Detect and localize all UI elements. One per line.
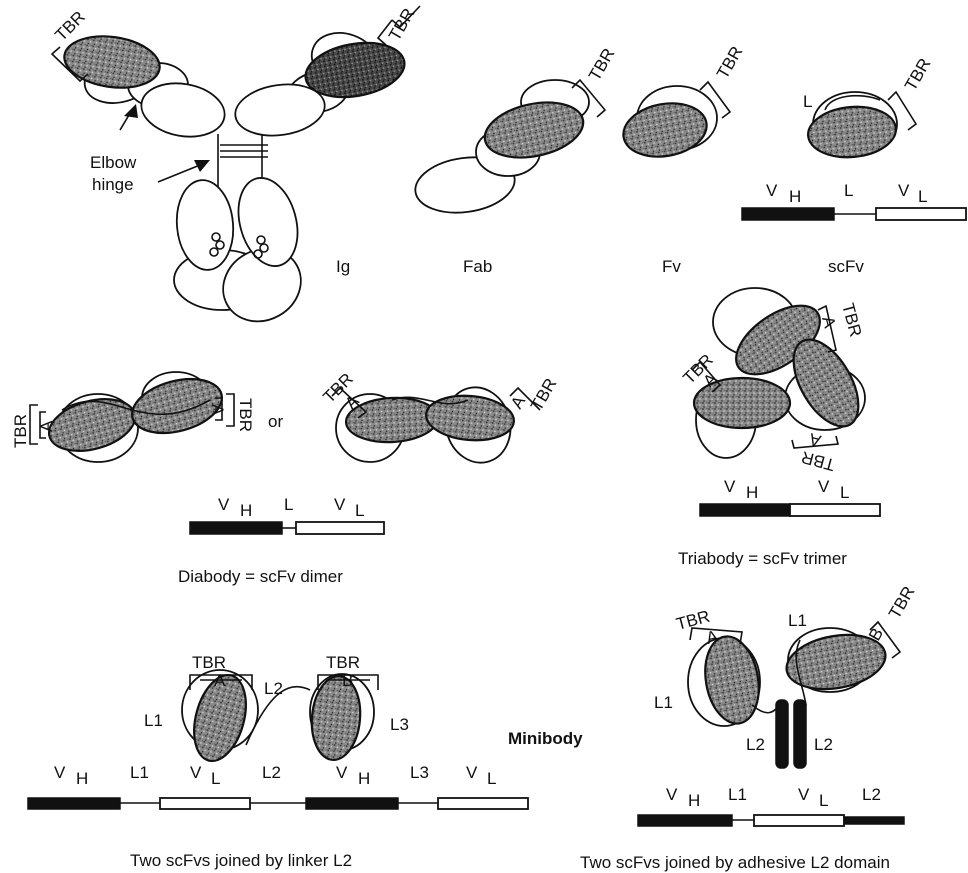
linker-vl2-v: V — [466, 763, 478, 782]
adhesive-l2-gene: L2 — [862, 785, 881, 804]
scfv-v2-label: V — [898, 181, 910, 200]
linker-vh1-h: H — [76, 769, 88, 788]
scfv-tbr-label: TBR — [901, 55, 934, 94]
linker-l2-gene: L2 — [262, 763, 281, 782]
adhesive-l2-left: L2 — [746, 735, 765, 754]
linker-l2-label: L2 — [264, 679, 283, 698]
triabody-h-label: H — [746, 483, 758, 502]
scfv-caption: scFv — [828, 257, 864, 276]
ig-caption: Ig — [336, 257, 350, 276]
fv-caption: Fv — [662, 257, 681, 276]
adhesive-vh-h: H — [688, 791, 700, 810]
diabody-l-label: L — [284, 495, 293, 514]
linker-vl2-l: L — [487, 769, 496, 788]
scfv-linker-label: L — [844, 181, 853, 200]
linker-l3-gene: L3 — [410, 763, 429, 782]
scfv-diagram: TBR L V H L V L scFv — [742, 55, 966, 276]
diabody-or-label: or — [268, 412, 283, 431]
adhesive-l1-top: L1 — [788, 611, 807, 630]
diabody-h-label: H — [240, 501, 252, 520]
fab-tbr-label: TBR — [585, 45, 618, 84]
minibody-label: Minibody — [508, 729, 583, 748]
elbow-arrow-icon — [124, 104, 138, 118]
linker-vl1-v: V — [190, 763, 202, 782]
fab-diagram: TBR Fab — [412, 45, 619, 276]
diabody-2-right-tbr: TBR — [527, 375, 560, 414]
ig-right-tbr-label: TBR — [385, 5, 418, 44]
linker-tbr-2: TBR — [326, 653, 360, 672]
diabody-left-tbr: TBR — [11, 414, 30, 448]
linker-vh1-v: V — [54, 763, 66, 782]
triabody-l-label: L — [840, 483, 849, 502]
hinge-label: hinge — [92, 175, 134, 194]
linker-l3-label: L3 — [390, 715, 409, 734]
fv-diagram: TBR Fv — [619, 43, 746, 276]
diabody-caption: Diabody = scFv dimer — [178, 567, 343, 586]
linker-minibody-diagram: TBR A TBR B L1 L2 L3 V H L1 V L L2 V H L… — [28, 653, 528, 870]
triabody-top-a: A — [818, 314, 839, 331]
scfv-h-label: H — [789, 187, 801, 206]
linker-l1-label: L1 — [144, 711, 163, 730]
diabody-right-a: A — [208, 404, 227, 416]
triabody-v-label: V — [724, 477, 736, 496]
adhesive-caption: Two scFvs joined by adhesive L2 domain — [580, 853, 890, 872]
triabody-caption: Triabody = scFv trimer — [678, 549, 847, 568]
adhesive-vh-v: V — [666, 785, 678, 804]
fv-tbr-label: TBR — [713, 43, 746, 82]
linker-tbr-1: TBR — [192, 653, 226, 672]
triabody-top-tbr: TBR — [838, 301, 865, 339]
diabody-left-a: A — [37, 420, 56, 432]
adhesive-tbr-2: TBR — [885, 583, 918, 622]
scfv-v-label: V — [766, 181, 778, 200]
adhesive-l2-right: L2 — [814, 735, 833, 754]
diabody-diagram: TBR A TBR A or TBR A TBR A V H L V L Dia… — [11, 369, 560, 586]
diabody-right-tbr: TBR — [236, 398, 255, 432]
linker-caption: Two scFvs joined by linker L2 — [130, 851, 352, 870]
adhesive-minibody-diagram: TBR A TBR B L1 L1 L2 L2 V H L1 V L L2 Tw… — [580, 583, 918, 872]
adhesive-vl-l: L — [819, 791, 828, 810]
triabody-v2-label: V — [818, 477, 830, 496]
linker-vh2-h: H — [358, 769, 370, 788]
scfv-l-label: L — [803, 92, 812, 111]
scfv-l2-label: L — [918, 187, 927, 206]
diabody-v-label: V — [218, 495, 230, 514]
diabody-l2-label: L — [355, 501, 364, 520]
triabody-bottom-a: A — [807, 429, 824, 450]
linker-a-label: A — [214, 671, 226, 690]
linker-l1-gene: L1 — [130, 763, 149, 782]
fab-caption: Fab — [463, 257, 492, 276]
linker-b-label: B — [342, 671, 353, 690]
adhesive-l1-gene: L1 — [728, 785, 747, 804]
ig-diagram: TBR TBR Elbow hinge Ig — [51, 5, 420, 335]
linker-vh2-v: V — [336, 763, 348, 782]
adhesive-l1-left: L1 — [654, 693, 673, 712]
diabody-v2-label: V — [334, 495, 346, 514]
triabody-diagram: TBR A TBR A TBR A V H V L Triabody = scF… — [678, 288, 880, 568]
adhesive-vl-v: V — [798, 785, 810, 804]
elbow-label: Elbow — [90, 153, 137, 172]
linker-vl1-l: L — [211, 769, 220, 788]
